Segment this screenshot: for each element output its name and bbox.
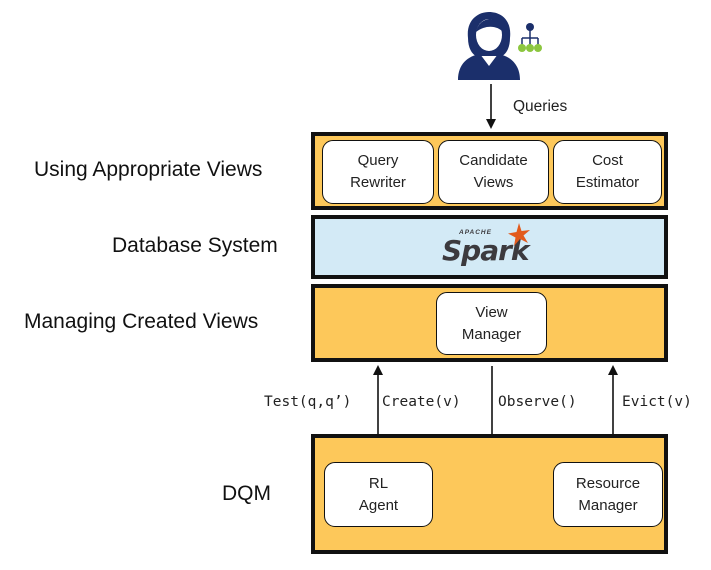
resource-manager-line2: Manager	[578, 496, 638, 514]
view-manager-box: View Manager	[436, 292, 547, 355]
spark-logo-name: Spark	[442, 234, 530, 267]
layer-label-dqm: DQM	[222, 482, 271, 505]
rl-agent-line2: Agent	[358, 496, 399, 514]
view-manager-line1: View	[475, 303, 508, 321]
spark-star-icon	[508, 223, 530, 246]
user-icon	[458, 12, 542, 80]
database-panel	[311, 215, 668, 279]
spark-logo: APACHE Spark	[440, 222, 540, 270]
candidate-views-line1: Candidate	[459, 152, 528, 169]
cost-estimator-line2: Estimator	[575, 174, 640, 191]
layer-label-database: Database System	[112, 234, 278, 257]
layer-label-views: Using Appropriate Views	[34, 158, 263, 181]
query-rewriter-line2: Rewriter	[350, 174, 406, 191]
candidate-views-box: Candidate Views	[438, 140, 549, 204]
query-rewriter-box: Query Rewriter	[322, 140, 434, 204]
view-manager-line2: Manager	[461, 325, 522, 343]
rl-agent-line1: RL	[368, 474, 389, 492]
test-interface-label: Test(q,q’)	[264, 394, 352, 410]
spark-logo-apache: APACHE	[459, 229, 492, 236]
queries-label: Queries	[513, 98, 568, 115]
evict-interface-label: Evict(v)	[622, 394, 692, 410]
hierarchy-icon	[518, 23, 542, 52]
resource-manager-line1: Resource	[575, 474, 641, 492]
resource-manager-box: Resource Manager	[553, 462, 663, 527]
candidate-views-line2: Views	[473, 174, 514, 191]
cost-estimator-box: Cost Estimator	[553, 140, 662, 204]
observe-interface-label: Observe()	[498, 394, 577, 410]
query-rewriter-line1: Query	[357, 152, 399, 169]
create-interface-label: Create(v)	[382, 394, 461, 410]
rl-agent-box: RL Agent	[324, 462, 433, 527]
layer-label-managing: Managing Created Views	[24, 310, 259, 333]
cost-estimator-line1: Cost	[592, 152, 623, 169]
